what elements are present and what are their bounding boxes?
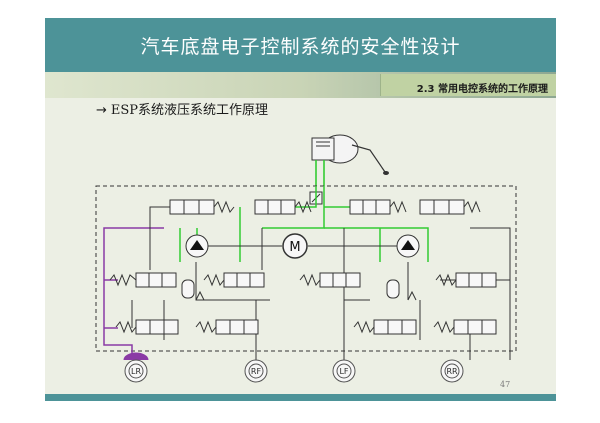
title-bar (45, 18, 556, 72)
pump-motor: M (208, 233, 397, 259)
solenoid-valves (135, 199, 497, 335)
wheel-lf: LF (332, 359, 356, 383)
page-number: 47 (500, 380, 511, 389)
accumulators (181, 279, 400, 299)
slide-title: 汽车底盘电子控制系统的安全性设计 (140, 36, 461, 58)
check-valves (195, 290, 417, 301)
wheel-label-lf: LF (339, 367, 348, 376)
wheel-rr: RR (440, 359, 464, 383)
wheel-label-lr: LR (131, 367, 141, 376)
bullet-text: ESP系统液压系统工作原理 (110, 103, 269, 118)
section-title: 2.3 常用电控系统的工作原理 (416, 84, 548, 95)
wheel-label-rf: RF (251, 367, 262, 376)
motor-label: M (289, 240, 300, 255)
section-label-box (380, 74, 556, 96)
left-pump (185, 234, 209, 258)
arrow-icon: → (96, 103, 107, 118)
brake-booster (311, 134, 389, 186)
bullet-item: →ESP系统液压系统工作原理 (96, 99, 268, 118)
wheel-lr: LR (123, 352, 149, 383)
esp-hydraulic-diagram: M LR RF LF RR (95, 134, 517, 383)
valve-springs (109, 200, 481, 334)
purple-hydraulic-lines (103, 227, 164, 360)
right-pump (396, 234, 420, 258)
wheel-label-rr: RR (446, 367, 458, 376)
bottom-bar (45, 394, 556, 401)
hydraulic-unit-boundary (95, 185, 517, 352)
wheel-rf: RF (244, 359, 268, 383)
